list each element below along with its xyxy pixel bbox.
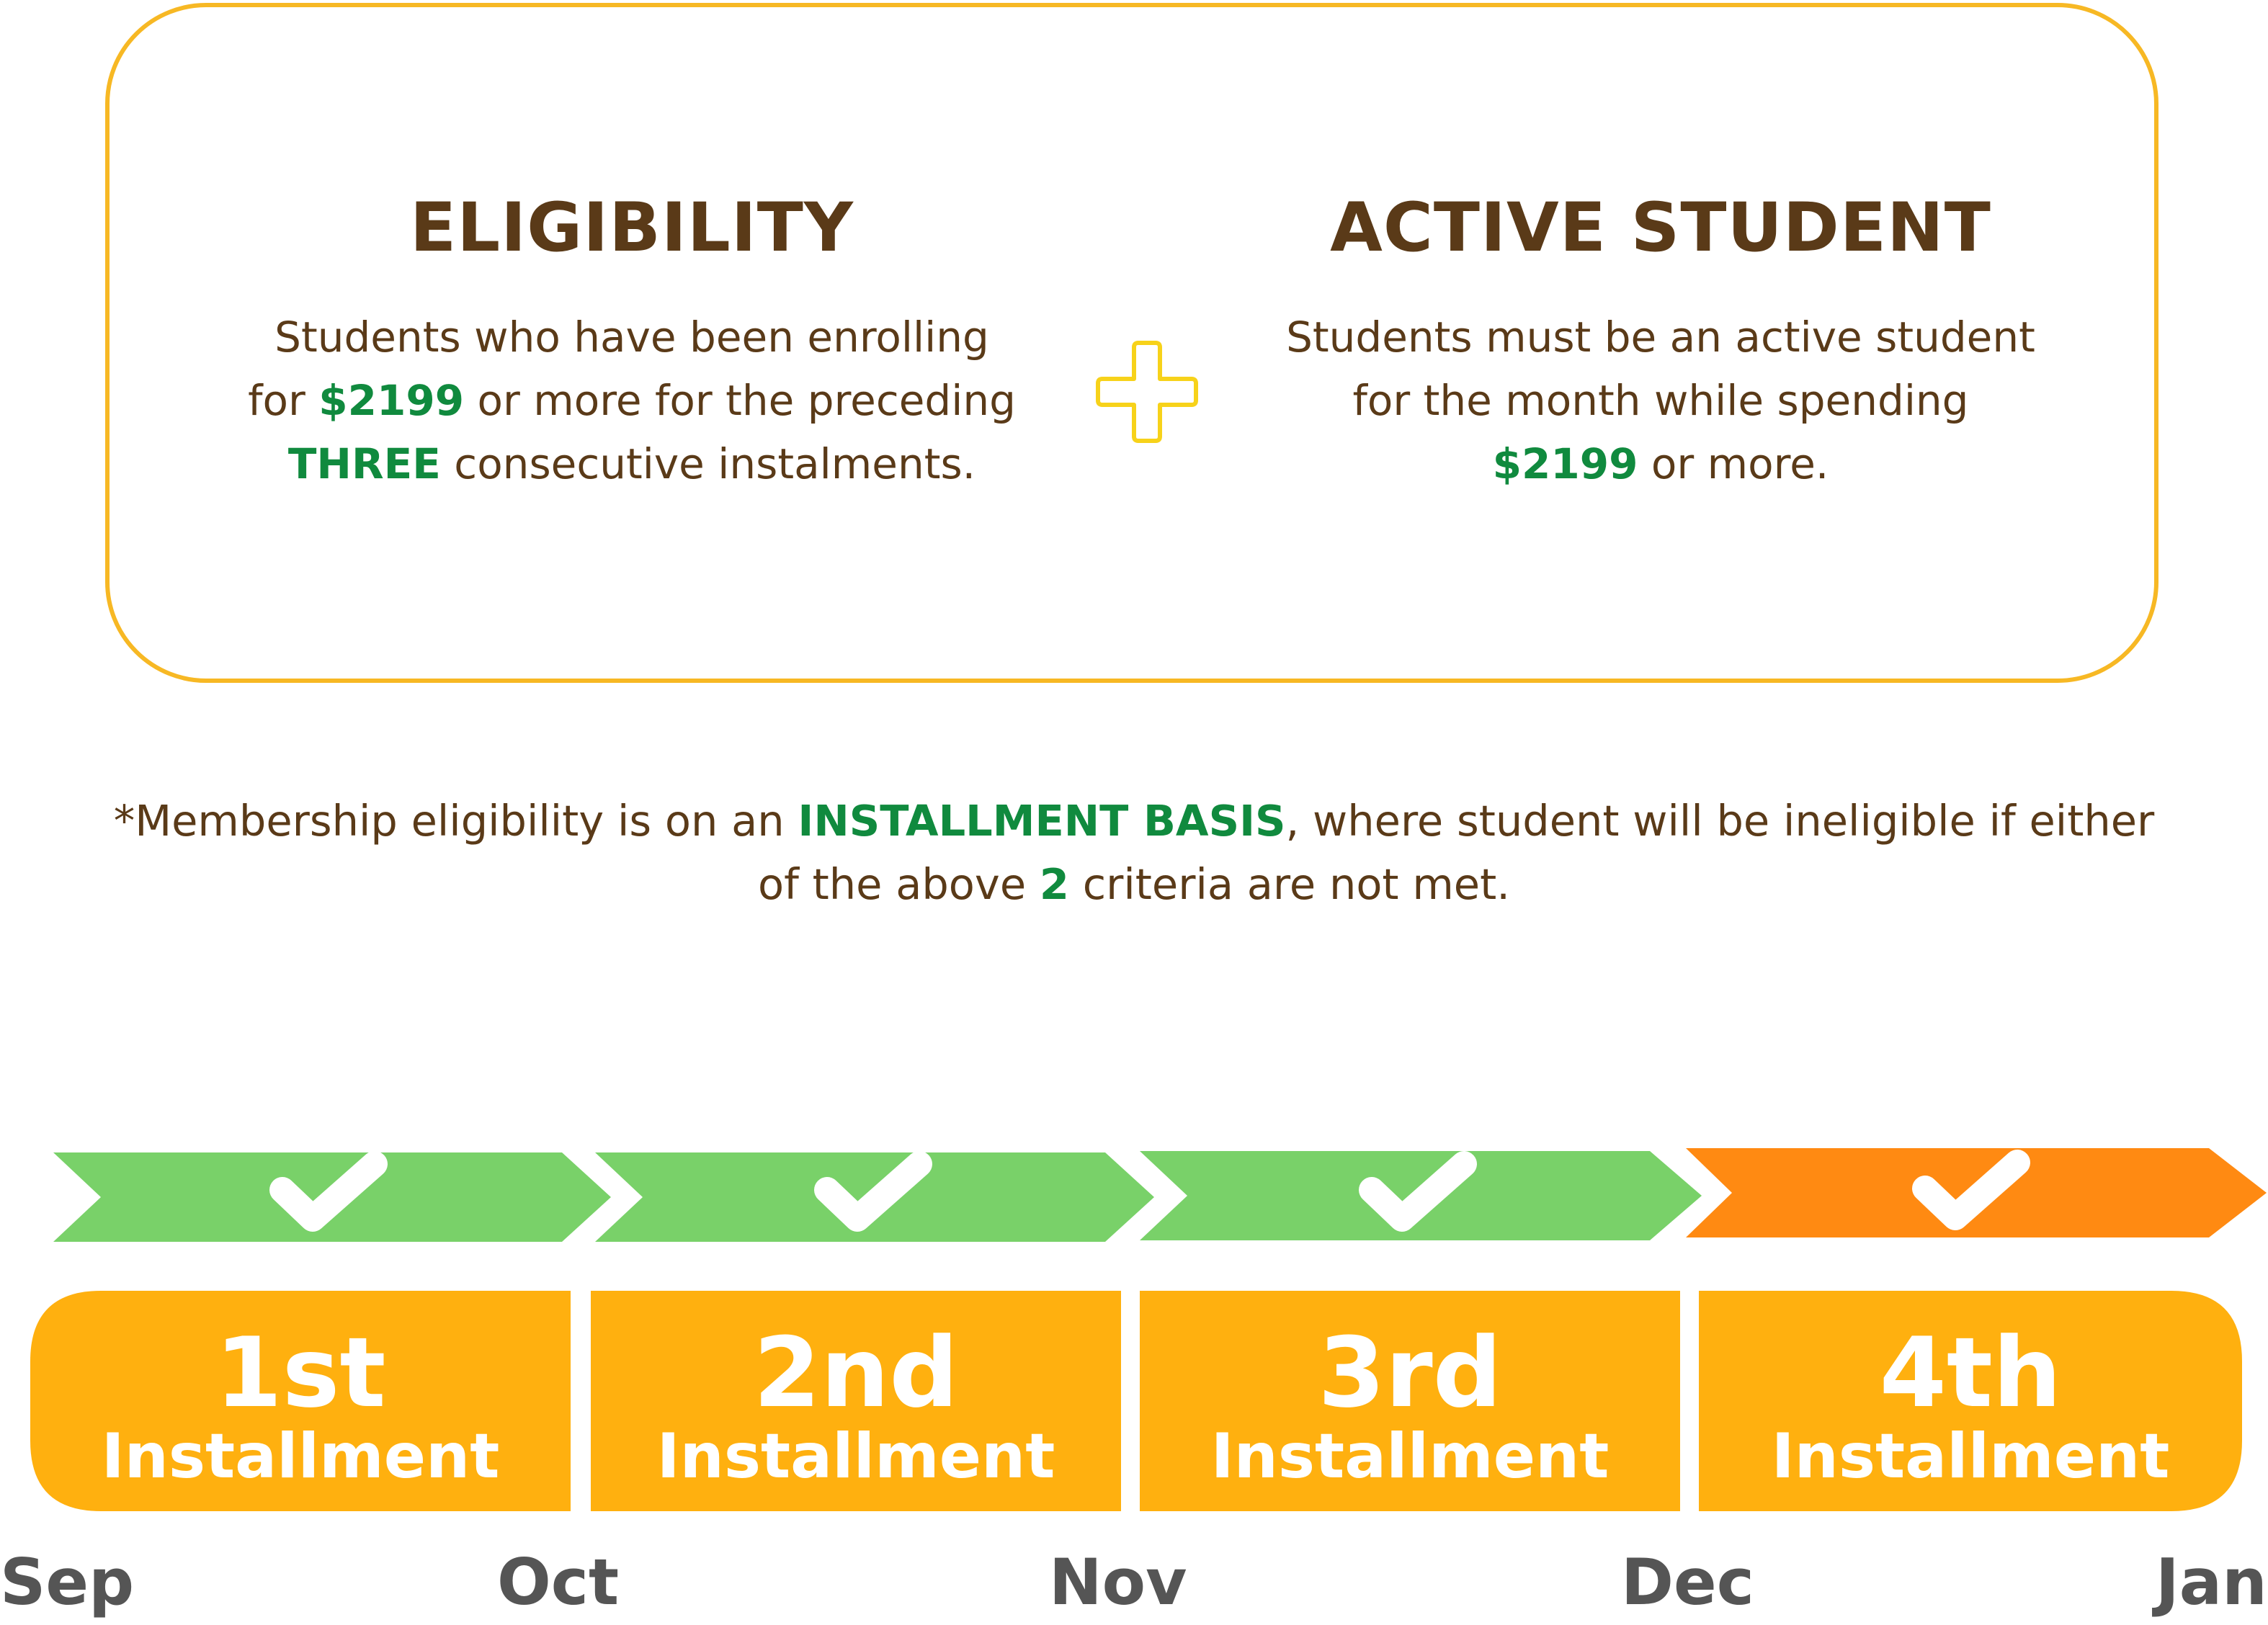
criteria-box [105, 3, 2158, 683]
month-label-jan: Jan [2156, 1545, 2267, 1619]
month-label-nov: Nov [1049, 1545, 1187, 1619]
note-part-1: *Membership eligibility is on an [113, 796, 798, 846]
installment-number-2: 2nd [753, 1317, 959, 1429]
note-line-1: *Membership eligibility is on an INSTALL… [72, 789, 2196, 853]
month-label-dec: Dec [1621, 1545, 1754, 1619]
checkmark-icon [1912, 1150, 2030, 1230]
membership-note: *Membership eligibility is on an INSTALL… [72, 789, 2196, 916]
installment-block-2 [591, 1291, 1121, 1511]
active-student-amount: $2199 [1492, 439, 1638, 488]
note-part-2: , where student will be ineligible if ei… [1285, 796, 2155, 846]
checkmark-icon [814, 1151, 932, 1232]
installment-label-3: 3rd Installment [1140, 1324, 1680, 1491]
installment-label-1: 1st Installment [30, 1324, 571, 1491]
month-label-sep: Sep [0, 1545, 135, 1619]
note-criteria-count: 2 [1039, 859, 1069, 909]
active-student-section: ACTIVE STUDENT Students must be an activ… [1239, 189, 2082, 496]
installment-number-4: 4th [1879, 1317, 2062, 1429]
installment-word-4: Installment [1771, 1420, 2170, 1492]
plus-icon [1096, 341, 1198, 443]
active-student-line-2: for the month while spending [1352, 376, 1969, 425]
eligibility-description: Students who have been enrolling for $21… [196, 305, 1068, 496]
installment-block-1 [30, 1291, 571, 1511]
note-part-3: of the above [758, 859, 1040, 909]
eligibility-line-2-post: or more for the preceding [464, 376, 1016, 425]
note-line-2: of the above 2 criteria are not met. [72, 853, 2196, 916]
eligibility-section: ELIGIBILITY Students who have been enrol… [196, 189, 1068, 496]
eligibility-amount: $2199 [318, 376, 465, 425]
eligibility-three: THREE [287, 439, 441, 488]
installment-number-3: 3rd [1318, 1317, 1502, 1429]
eligibility-title: ELIGIBILITY [410, 189, 854, 267]
eligibility-line-1: Students who have been enrolling [274, 313, 989, 362]
checkmark-icon [1359, 1151, 1477, 1232]
active-student-line-3-post: or more. [1638, 439, 1829, 488]
installment-timeline [30, 1148, 2267, 1511]
installment-block-3 [1140, 1291, 1680, 1511]
active-student-line-1: Students must be an active student [1286, 313, 2035, 362]
eligibility-line-2: for $2199 or more for the preceding [196, 369, 1068, 432]
month-label-oct: Oct [497, 1545, 620, 1619]
active-student-line-3: $2199 or more. [1239, 432, 2082, 496]
installment-word-1: Installment [101, 1420, 500, 1492]
eligibility-line-3-post: consecutive instalments. [440, 439, 976, 488]
installment-label-2: 2nd Installment [591, 1324, 1121, 1491]
eligibility-line-3: THREE consecutive instalments. [196, 432, 1068, 496]
installment-label-4: 4th Installment [1699, 1324, 2242, 1491]
installment-word-3: Installment [1210, 1420, 1610, 1492]
checkmark-icon [269, 1151, 388, 1232]
active-student-title: ACTIVE STUDENT [1330, 189, 1991, 267]
installment-number-1: 1st [215, 1317, 386, 1429]
installment-word-2: Installment [656, 1420, 1055, 1492]
installment-block-4 [1699, 1291, 2242, 1511]
active-student-description: Students must be an active student for t… [1239, 305, 2082, 496]
note-part-4: criteria are not met. [1068, 859, 1510, 909]
note-installment-basis: INSTALLMENT BASIS [798, 796, 1286, 846]
eligibility-line-2-pre: for [248, 376, 319, 425]
